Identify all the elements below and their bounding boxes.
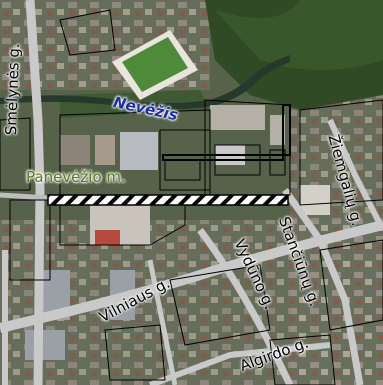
highlighted-boundary — [162, 104, 291, 161]
algirdo-street — [148, 342, 331, 385]
parcel-outline — [319, 239, 383, 331]
parcel-outline — [0, 117, 31, 191]
label-smelynes-street: Smėlynės g. — [2, 42, 24, 136]
nevezis-river — [0, 55, 290, 110]
side-street — [147, 259, 178, 385]
smelynes-street — [25, 0, 45, 385]
project-area-strip[interactable] — [47, 194, 289, 206]
parcel-outline — [59, 9, 116, 56]
building-roof — [270, 115, 285, 145]
building-roof — [95, 135, 115, 165]
building-roof — [300, 185, 330, 215]
parcel-outline — [159, 129, 211, 191]
stanciunu-street — [282, 187, 364, 385]
parcel-outline — [9, 199, 51, 281]
building-roof — [120, 132, 158, 170]
stadium-field — [122, 37, 188, 92]
building-roof — [95, 230, 120, 245]
parcel-outline — [104, 324, 166, 381]
ziemgaliu-street — [327, 118, 383, 232]
building-roof — [210, 105, 265, 130]
building-roof — [25, 330, 65, 360]
vyduno-street — [197, 227, 294, 385]
forest-canopy — [215, 0, 383, 70]
parcel-outline — [269, 334, 336, 385]
building-roof — [60, 135, 90, 165]
parcel-outline — [214, 144, 261, 176]
parcel-outline — [169, 264, 271, 346]
parcel-outline — [204, 99, 291, 196]
parcel-outline — [269, 149, 286, 176]
parcel-outline — [299, 99, 383, 206]
label-panevezio-city: Panevėžio m. — [26, 168, 126, 186]
